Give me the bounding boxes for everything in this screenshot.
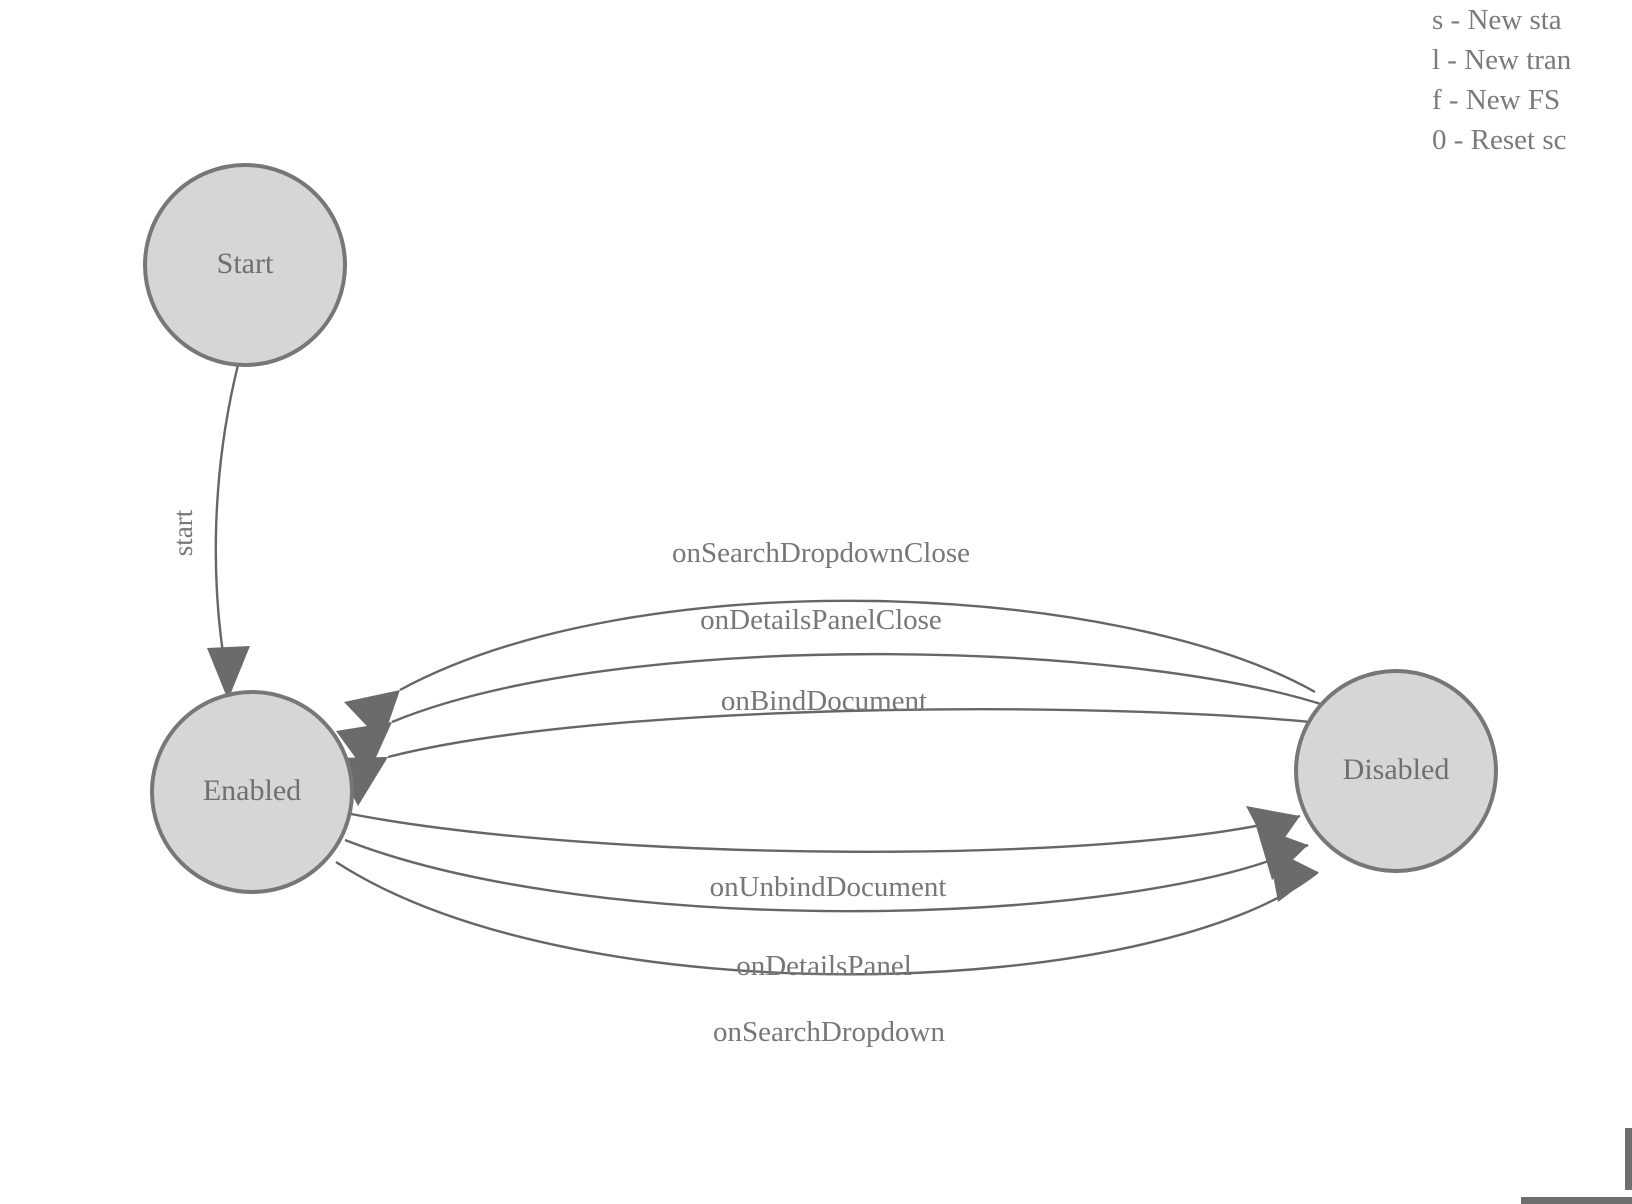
- help-line-new-transition: l - New tran: [1432, 44, 1572, 76]
- state-circle-enabled[interactable]: [150, 690, 354, 894]
- help-line-reset-scene: 0 - Reset sc: [1432, 124, 1567, 156]
- transition-onUnbindDocument[interactable]: [350, 806, 1301, 856]
- edge-path-onSearchDropdown: [335, 860, 1319, 976]
- horizontal-scrollbar[interactable]: [1521, 1197, 1632, 1204]
- state-node-disabled[interactable]: Disabled: [1294, 669, 1498, 873]
- edge-path-onDetailsPanelClose: [391, 652, 1331, 724]
- state-node-start[interactable]: Start: [143, 163, 347, 367]
- transition-onBindDocument[interactable]: [333, 708, 1347, 806]
- help-line-new-fsm: f - New FS: [1432, 84, 1561, 116]
- edge-path-onUnbindDocument: [350, 812, 1301, 853]
- edge-label-start: start: [168, 509, 198, 556]
- vertical-scrollbar[interactable]: [1625, 1128, 1632, 1190]
- state-label-disabled: Disabled: [1343, 753, 1450, 786]
- state-circle-start[interactable]: [143, 163, 347, 367]
- edge-label-onSearchDropdownClose: onSearchDropdownClose: [672, 537, 970, 569]
- arrow-head-onDetailsPanel: [1256, 826, 1308, 880]
- arrow-head-onUnbindDocument: [1246, 806, 1300, 856]
- transition-onSearchDropdown[interactable]: [335, 847, 1319, 976]
- arrow-head-onDetailsPanelClose: [336, 722, 392, 775]
- edge-label-onSearchDropdown: onSearchDropdown: [713, 1016, 945, 1048]
- edge-path-start: [214, 364, 240, 673]
- arrow-head-onSearchDropdown: [1268, 847, 1318, 902]
- edge-label-onUnbindDocument: onUnbindDocument: [710, 871, 947, 903]
- transition-start[interactable]: [207, 364, 250, 700]
- edge-path-onDetailsPanel: [344, 838, 1309, 913]
- keyboard-shortcut-help: s - New sta l - New tran f - New FS 0 - …: [1432, 0, 1632, 160]
- state-circle-disabled[interactable]: [1294, 669, 1498, 873]
- transition-onDetailsPanelClose[interactable]: [336, 652, 1331, 775]
- transition-onDetailsPanel[interactable]: [344, 826, 1309, 913]
- edge-label-onDetailsPanel: onDetailsPanel: [736, 950, 912, 982]
- help-line-new-state: s - New sta: [1432, 4, 1562, 36]
- state-label-enabled: Enabled: [203, 774, 301, 807]
- arrow-head-start: [207, 646, 250, 700]
- edge-label-onBindDocument: onBindDocument: [721, 685, 927, 717]
- edge-label-onDetailsPanelClose: onDetailsPanelClose: [700, 604, 942, 636]
- state-label-start: Start: [217, 247, 274, 280]
- state-node-enabled[interactable]: Enabled: [150, 690, 354, 894]
- edge-path-onBindDocument: [387, 708, 1347, 759]
- edge-path-onSearchDropdownClose: [399, 599, 1316, 694]
